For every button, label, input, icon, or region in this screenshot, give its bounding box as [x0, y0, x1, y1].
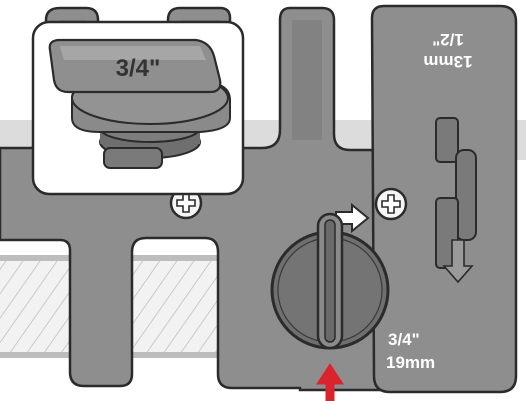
side-arrow-down-icon	[442, 239, 474, 284]
inset-cap-label: 3/4"	[116, 55, 161, 82]
label-upper-metric: 13mm	[423, 52, 472, 71]
pipe-edge-top	[0, 255, 300, 261]
phillips-screw-icon	[374, 187, 408, 221]
rotary-knob-icon	[270, 212, 390, 350]
upper-size-labels: 13mm 1/2"	[423, 30, 472, 71]
finger-shade-3	[292, 20, 322, 140]
label-lower-metric: 19mm	[386, 353, 435, 372]
label-upper-imperial: 1/2"	[432, 30, 464, 49]
label-lower-imperial: 3/4"	[388, 330, 420, 349]
inset-detail: 3/4"	[31, 20, 245, 196]
pipe-edge-bottom	[0, 352, 300, 358]
arrow-up-icon	[316, 363, 344, 401]
